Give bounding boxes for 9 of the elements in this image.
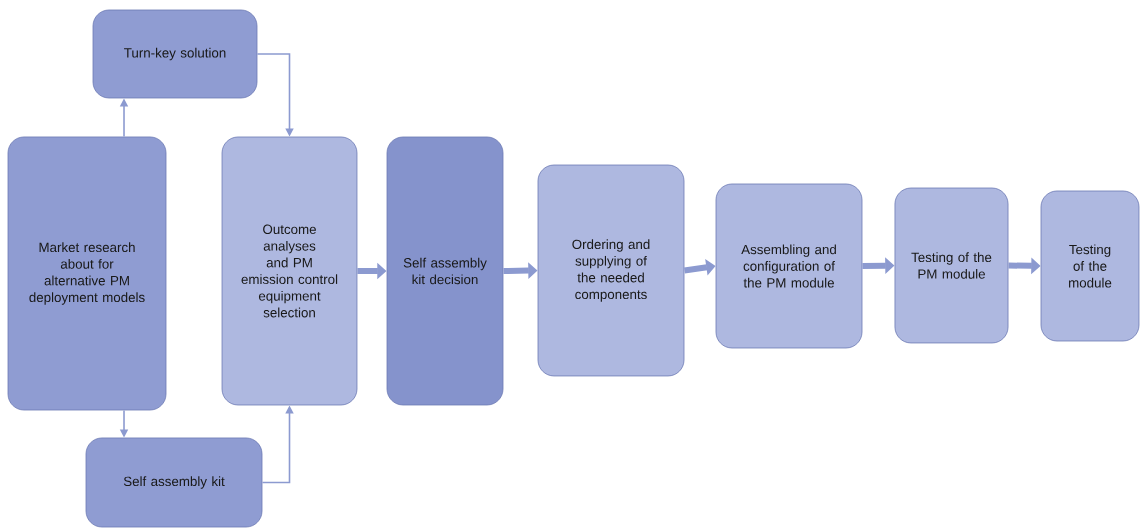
process-box: Assembling and configuration of the PM module: [715, 183, 863, 349]
process-box: Testing of the PM module: [894, 187, 1009, 344]
process-box: Market research about for alternative PM deployment models: [7, 136, 167, 411]
process-box: Outcome analyses and PM emission control equipment selection: [221, 136, 358, 406]
process-box: Testing of the module: [1040, 190, 1140, 342]
process-box: Ordering and supplying of the needed components: [537, 164, 685, 377]
process-box: Self assembly kit: [85, 437, 263, 528]
process-box: Self assembly kit decision: [386, 136, 504, 406]
process-box: Turn-key solution: [92, 9, 258, 99]
